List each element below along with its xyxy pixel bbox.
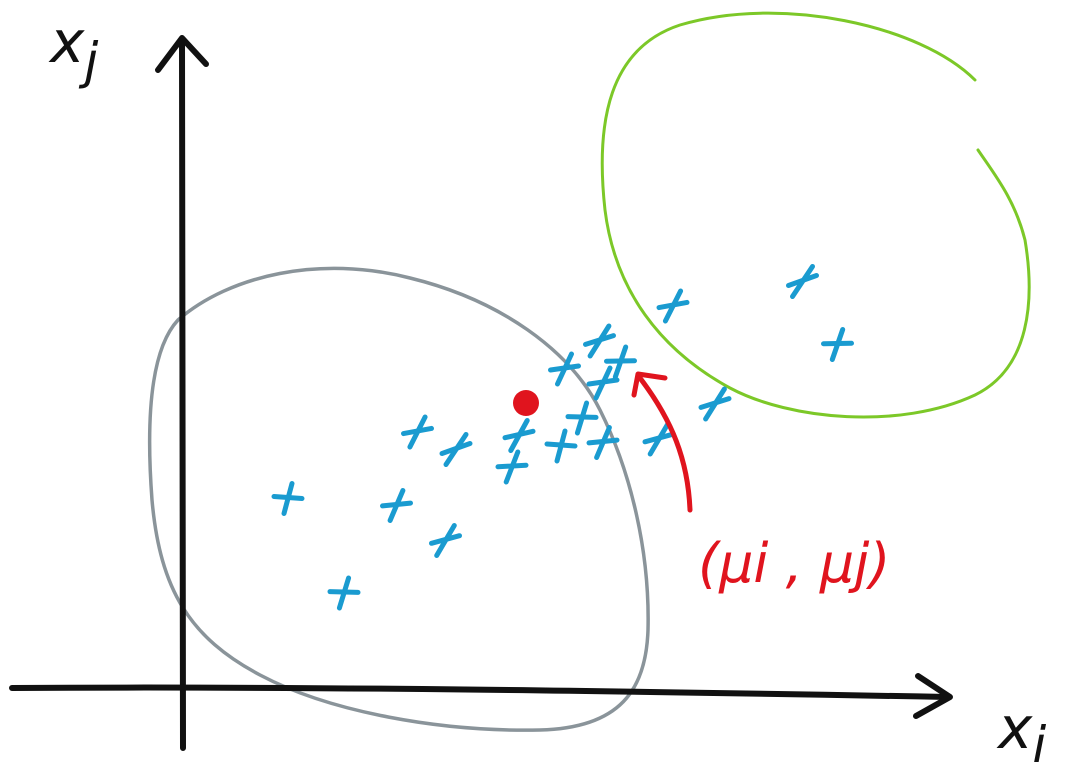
data-points [271,264,854,611]
mean-annotation-arrowhead [631,371,668,398]
x-axis [9,673,953,719]
data-point-cross [786,264,819,299]
mean-annotation-label: (μi , μj) [698,532,890,595]
data-point-cross [586,365,620,401]
data-point-cross [429,523,462,558]
data-point-cross [327,575,361,611]
data-point-cross [656,288,690,324]
x-axis-label: xi [996,694,1046,774]
data-point-cross [642,421,676,457]
data-point-cross [821,327,854,362]
x-axis-arrowhead [913,673,953,719]
data-point-cross [604,344,637,380]
y-axis [155,35,209,751]
data-point-cross [401,414,434,450]
data-point-cross [544,428,578,464]
data-point-cross [271,481,305,516]
data-point-cross [439,432,473,467]
mean-point [513,390,539,416]
y-axis-label: xj [48,8,98,90]
cluster-a-outline [147,266,650,732]
y-axis-arrowhead [155,35,209,73]
data-point-cross [698,386,732,422]
data-point-cross [586,425,620,460]
data-point-cross [495,449,529,485]
data-point-cross [548,351,581,387]
data-point-cross [565,400,599,436]
cluster-b-outline [600,11,1031,419]
mean-annotation-arrow [637,375,693,513]
data-point-cross [502,418,536,453]
data-point-cross [380,488,413,523]
data-point-cross [583,323,616,359]
